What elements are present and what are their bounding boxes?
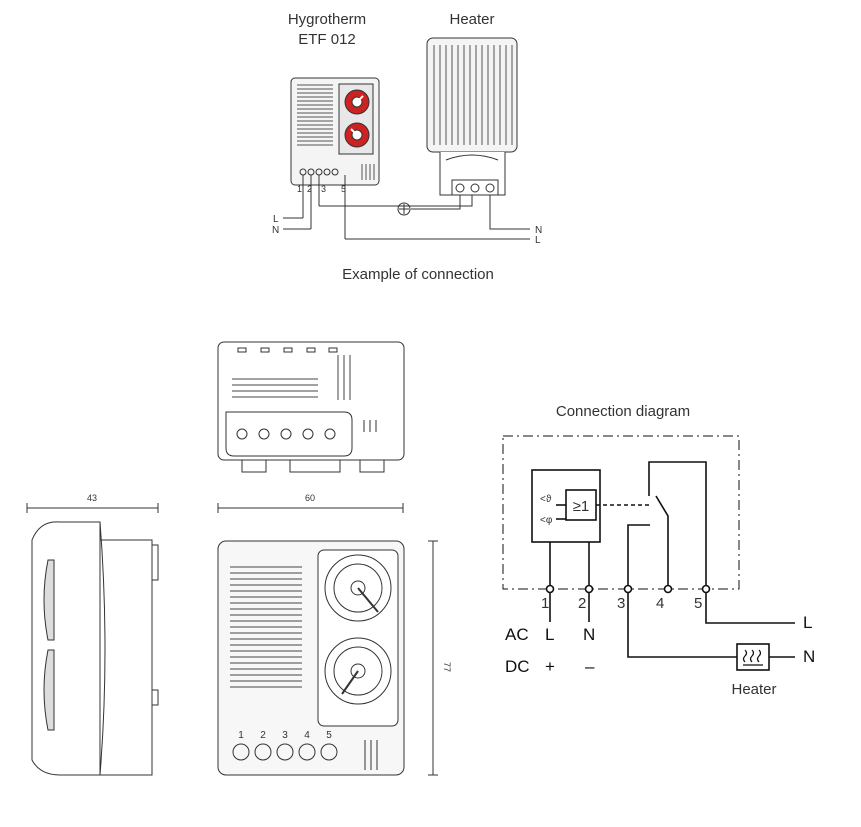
output-N: N [803,647,815,666]
device-front-view [217,503,438,776]
terminal-node-1 [545,584,555,594]
front-terminal-2: 2 [260,730,266,741]
dimension-width: 60 [305,493,315,503]
ac-L: L [545,625,554,644]
heater-terminal-block [451,179,499,196]
schematic-terminal-5: 5 [694,595,702,612]
dc-plus: + [545,657,555,676]
vent-slots [297,84,333,146]
terminal-label-3: 3 [321,184,326,194]
terminal-label-1: 1 [297,184,302,194]
wire-label-L-left: L [273,214,279,225]
wire-label-N-left: N [272,225,279,236]
terminal-label-2: 2 [307,184,312,194]
terminal-node-4 [663,584,673,594]
ac-label: AC [505,625,529,644]
hygrotherm-title-line2: ETF 012 [298,31,356,48]
heater-symbol [736,643,770,671]
logic-symbol: ≥1 [573,498,590,515]
wire-label-L-right: L [535,235,541,246]
front-terminal-3: 3 [282,730,288,741]
output-L: L [803,613,812,632]
front-terminal-1: 1 [238,730,244,741]
hygrotherm-title-line1: Hygrotherm [288,11,366,28]
terminal-label-5: 5 [341,184,346,194]
controller-box [531,469,601,543]
device-top-view [217,341,405,473]
earth-icon [397,202,411,216]
humidity-symbol: <φ [540,515,553,526]
temp-symbol: <ϑ [540,494,552,505]
front-terminals [232,743,338,761]
schematic-terminal-1: 1 [541,595,549,612]
terminal-node-3 [623,584,633,594]
schematic-terminal-4: 4 [656,595,664,612]
schematic-heater-label: Heater [731,681,776,698]
schematic-terminal-2: 2 [578,595,586,612]
top-clips [237,347,338,353]
schematic-title: Connection diagram [556,403,690,420]
heater-element-icon [742,649,763,666]
front-terminal-5: 5 [326,730,332,741]
terminal-node-5 [701,584,711,594]
wire-label-N-right: N [535,225,542,236]
ac-N: N [583,625,595,644]
dimension-height: 77 [442,662,452,672]
front-terminal-4: 4 [304,730,310,741]
heater-title: Heater [449,11,494,28]
heater-fins [433,45,513,145]
terminal-node-2 [584,584,594,594]
schematic-terminal-3: 3 [617,595,625,612]
connection-schematic [502,435,795,671]
dc-minus: – [585,657,595,676]
example-connection [283,37,530,240]
dc-label: DC [505,657,530,676]
device-side-view [26,503,159,776]
caption: Example of connection [342,266,494,283]
dimension-depth: 43 [87,493,97,503]
